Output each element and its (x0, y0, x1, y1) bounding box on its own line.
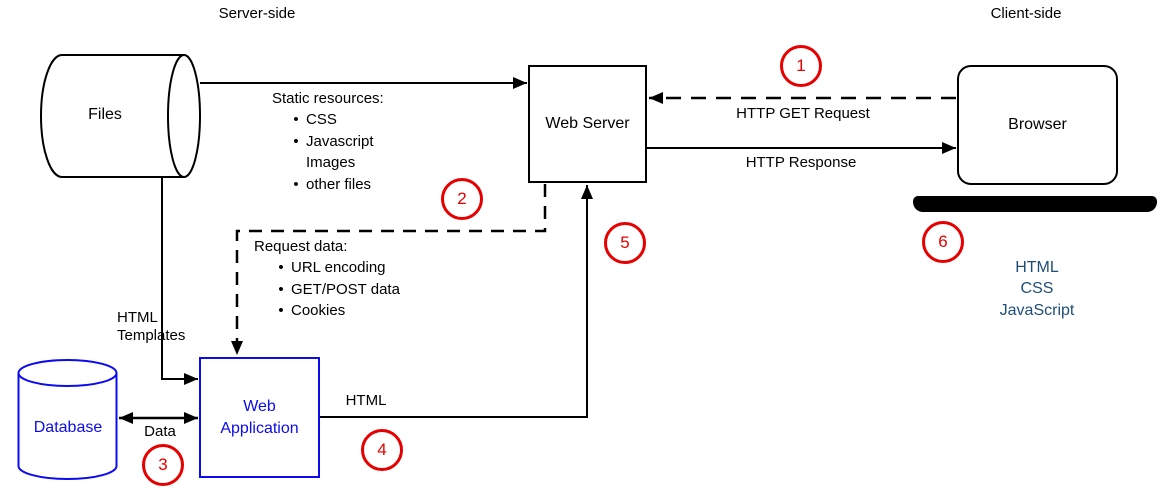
annotation-badge-5: 5 (604, 222, 646, 264)
annotation-badge-4: 4 (361, 429, 403, 471)
annotation-badge-2: 2 (441, 178, 483, 220)
server-side-heading: Server-side (218, 5, 296, 22)
connector-webapp-to-webserver (320, 185, 593, 418)
static-resources-note: Static resources: CSS Javascript Images … (272, 88, 384, 195)
list-item-label: URL encoding (291, 259, 386, 276)
list-item: Javascript (272, 131, 384, 153)
web-server-label: Web Server (545, 115, 630, 132)
bullet-icon (286, 109, 306, 131)
static-resources-title: Static resources: (272, 90, 384, 107)
http-response-label: HTTP Response (745, 154, 857, 171)
client-tech-item: CSS (1020, 280, 1054, 298)
annotation-number: 3 (158, 455, 168, 474)
list-item-label: Javascript (306, 132, 374, 150)
web-application-node: Web Application (199, 357, 320, 478)
annotation-number: 2 (457, 189, 467, 208)
data-edge-label: Data (144, 423, 176, 440)
annotation-badge-1: 1 (780, 45, 822, 87)
annotation-number: 4 (377, 440, 387, 459)
laptop-base-shape (913, 196, 1157, 212)
bullet-icon (271, 300, 291, 322)
database-cylinder (17, 359, 118, 480)
list-item: other files (272, 174, 384, 196)
request-data-note: Request data: URL encoding GET/POST data… (254, 236, 400, 322)
html-templates-label: HTML Templates (117, 309, 186, 344)
html-edge-label: HTML (345, 392, 387, 409)
connector-request-data (231, 184, 547, 355)
client-tech-item: HTML (1015, 259, 1059, 276)
bullet-icon (271, 279, 291, 301)
http-get-request-label: HTTP GET Request (736, 105, 870, 122)
browser-node: Browser (957, 65, 1118, 185)
annotation-number: 5 (620, 233, 630, 252)
database-node-label: Database (33, 419, 103, 436)
annotation-badge-3: 3 (142, 444, 184, 486)
client-side-heading: Client-side (990, 5, 1062, 22)
annotation-badge-6: 6 (922, 221, 964, 263)
web-server-node: Web Server (528, 65, 647, 183)
annotation-number: 6 (938, 232, 948, 251)
connector-files-to-webapp (161, 177, 198, 385)
list-item-label: Cookies (291, 302, 346, 319)
list-item-label: other files (306, 175, 372, 193)
client-tech-note: HTML CSS JavaScript (957, 257, 1117, 321)
list-item: CSS (272, 109, 384, 131)
list-item: Images (272, 152, 384, 174)
list-item: URL encoding (254, 257, 400, 279)
client-tech-item: JavaScript (999, 301, 1075, 319)
list-item: Cookies (254, 300, 400, 322)
files-cylinder (40, 54, 201, 178)
files-node-label: Files (88, 106, 122, 123)
request-data-title: Request data: (254, 238, 348, 255)
bullet-icon (271, 257, 291, 279)
web-application-label: Web Application (220, 397, 299, 437)
annotation-number: 1 (796, 56, 806, 75)
list-item-label: CSS (306, 111, 337, 128)
bullet-icon (286, 152, 306, 174)
list-item-label: GET/POST data (291, 280, 400, 298)
browser-label: Browser (1008, 116, 1067, 133)
list-item: GET/POST data (254, 279, 400, 301)
list-item-label: Images (306, 154, 356, 171)
bullet-icon (286, 131, 306, 153)
bullet-icon (286, 174, 306, 196)
